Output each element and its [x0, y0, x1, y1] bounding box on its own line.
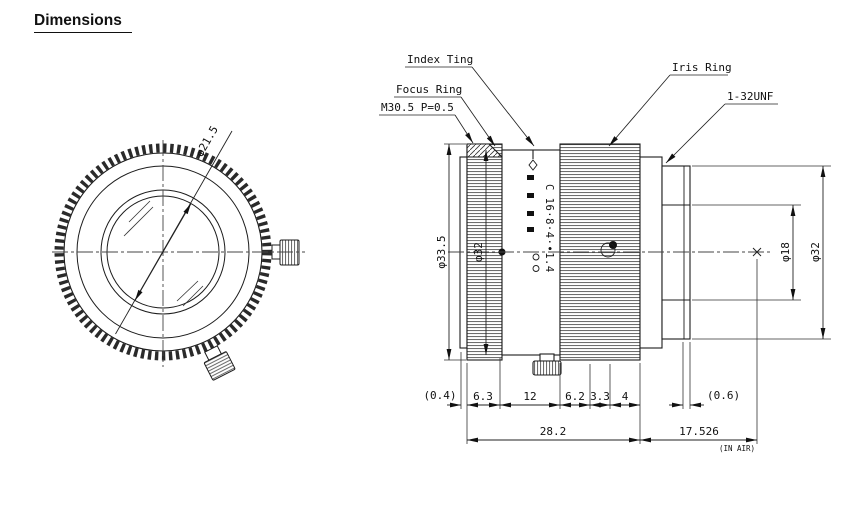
- page-title: Dimensions: [34, 12, 132, 33]
- scale-dot-2: [532, 265, 540, 272]
- dim-label: (0.4): [423, 389, 456, 402]
- side-knob: [532, 353, 562, 376]
- mount-thread-label: 1-32UNF: [727, 90, 773, 103]
- dia-18-label: φ18: [779, 242, 792, 262]
- side-view: C 16·8·4·•1.4: [459, 143, 691, 376]
- scale-dot-1: [532, 253, 540, 261]
- middle-barrel: [501, 149, 561, 356]
- image-plane-mark: [752, 247, 762, 257]
- dim-label: 12: [523, 390, 536, 403]
- iris-ring-label: Iris Ring: [672, 61, 732, 74]
- flange-focal-label: 17.526: [679, 425, 719, 438]
- dim-label: 3.3: [590, 390, 610, 403]
- glass-reflections: [123, 200, 204, 307]
- extension-lines: [444, 143, 831, 444]
- dia-32-left-label: φ32: [472, 242, 485, 262]
- front-knob-bottom: [203, 345, 236, 381]
- mount-barrel: [661, 165, 691, 340]
- flange-note-label: (IN AIR): [719, 444, 755, 453]
- dim-label: 4: [622, 390, 629, 403]
- dim-label: 6.3: [473, 390, 493, 403]
- leader-callouts: Index Ting Focus Ring M30.5 P=0.5 Iris R…: [379, 53, 778, 164]
- iris-index-circle: [600, 242, 616, 258]
- front-knob-right: [271, 239, 300, 266]
- index-ring-label: Index Ting: [407, 53, 473, 66]
- front-bevel: [459, 156, 468, 349]
- front-thread-label: M30.5 P=0.5: [381, 101, 454, 114]
- focus-ring-label: Focus Ring: [396, 83, 462, 96]
- dimension-lines: φ33.5 φ32 φ18 φ32 (0.4) 6.3 12 6.2 3.3 4…: [423, 143, 831, 453]
- total-front-length-label: 28.2: [540, 425, 567, 438]
- rear-ring: [639, 156, 663, 349]
- dia-33-5-label: φ33.5: [435, 235, 448, 268]
- dim-label: (0.6): [707, 389, 740, 402]
- dia-32-right-label: φ32: [809, 242, 822, 262]
- index-marker: [528, 150, 538, 171]
- dim-label: 6.2: [565, 390, 585, 403]
- aperture-scale-label: C 16·8·4·•1.4: [543, 184, 555, 273]
- lens-diameter-label: φ21.5: [193, 124, 221, 159]
- front-view: φ21.5: [52, 124, 305, 381]
